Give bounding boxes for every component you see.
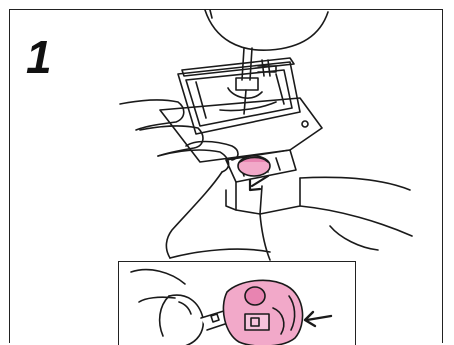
step-number: 1 (26, 31, 52, 83)
detail-inset (118, 261, 356, 345)
instruction-panel (9, 9, 443, 343)
bobbin-case-removal-icon (130, 268, 333, 345)
